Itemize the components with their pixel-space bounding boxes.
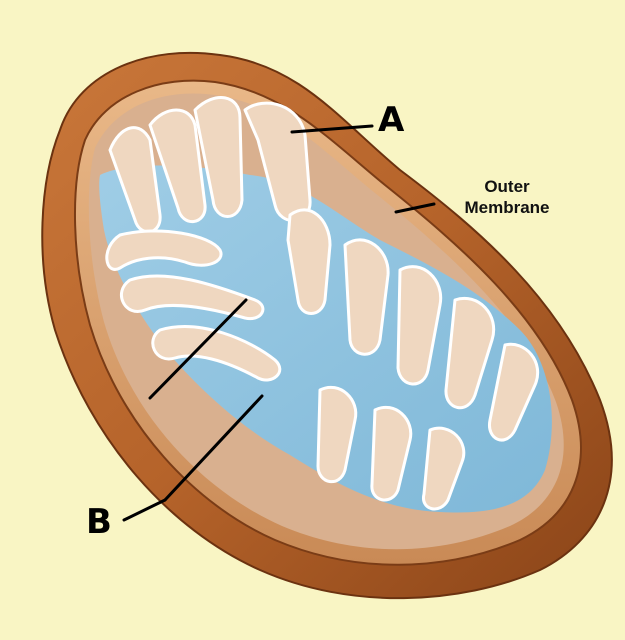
leader-line-outer-membrane bbox=[394, 202, 436, 214]
outer-membrane-label: Outer Membrane bbox=[432, 176, 582, 218]
outer-membrane-label-line2: Membrane bbox=[464, 198, 550, 217]
crista-fold bbox=[396, 265, 443, 386]
crista-fold bbox=[370, 405, 413, 502]
crista-fold bbox=[422, 426, 466, 511]
crista-fold bbox=[286, 208, 332, 315]
crista-fold bbox=[316, 385, 358, 483]
label-b: B bbox=[86, 502, 112, 542]
leader-line-a bbox=[290, 124, 374, 134]
leader-line-b-tail bbox=[122, 498, 167, 522]
outer-membrane-label-line1: Outer bbox=[484, 177, 530, 196]
crista-fold bbox=[444, 297, 496, 410]
leader-line-blank bbox=[148, 298, 248, 400]
crista-fold bbox=[193, 96, 244, 218]
crista-fold bbox=[148, 108, 207, 224]
crista-fold bbox=[343, 238, 390, 356]
leader-lines bbox=[122, 124, 436, 522]
leader-line-b bbox=[163, 394, 264, 502]
label-a: A bbox=[378, 100, 405, 140]
crista-fold bbox=[119, 274, 265, 321]
crista-fold bbox=[488, 342, 540, 442]
crista-fold bbox=[105, 229, 223, 271]
crista-fold bbox=[108, 126, 162, 234]
crista-fold bbox=[151, 325, 282, 382]
cristae-group bbox=[105, 96, 540, 511]
